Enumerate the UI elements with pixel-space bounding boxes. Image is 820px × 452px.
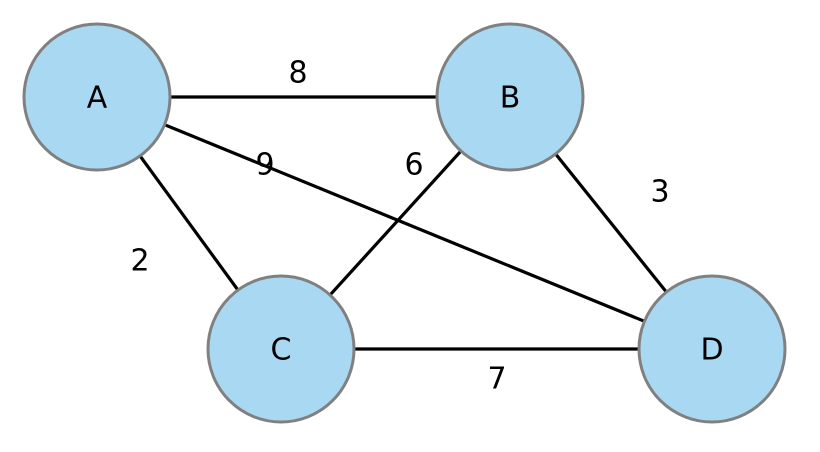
edge-weight-label-b-d: 3 (650, 175, 669, 210)
nodes-layer: A B C D (22, 22, 787, 424)
node-circle-c[interactable] (206, 274, 356, 424)
edge-weight-label-b-c: 6 (404, 148, 423, 183)
graph-edge-a-c (138, 155, 240, 291)
node-label-c: C (271, 333, 292, 368)
graph-node-c[interactable]: C (206, 274, 356, 424)
edge-weight-label-a-c: 2 (130, 244, 149, 279)
node-circle-a[interactable] (22, 22, 172, 172)
node-label-a: A (87, 81, 108, 116)
graph-node-d[interactable]: D (637, 274, 787, 424)
edge-weight-label-a-d: 9 (255, 148, 274, 183)
graph-edge-a-d (163, 123, 646, 323)
edges-layer (138, 95, 668, 351)
edge-weight-label-a-b: 8 (288, 56, 307, 91)
node-circle-d[interactable] (637, 274, 787, 424)
node-label-b: B (500, 81, 521, 116)
node-label-d: D (700, 333, 723, 368)
edge-labels-layer: 8 2 9 6 3 7 (130, 56, 669, 397)
graph-node-b[interactable]: B (435, 22, 585, 172)
graph-edge-b-c (328, 149, 463, 297)
graph-edge-b-d (554, 152, 668, 294)
graph-node-a[interactable]: A (22, 22, 172, 172)
edge-weight-label-c-d: 7 (487, 362, 506, 397)
node-circle-b[interactable] (435, 22, 585, 172)
